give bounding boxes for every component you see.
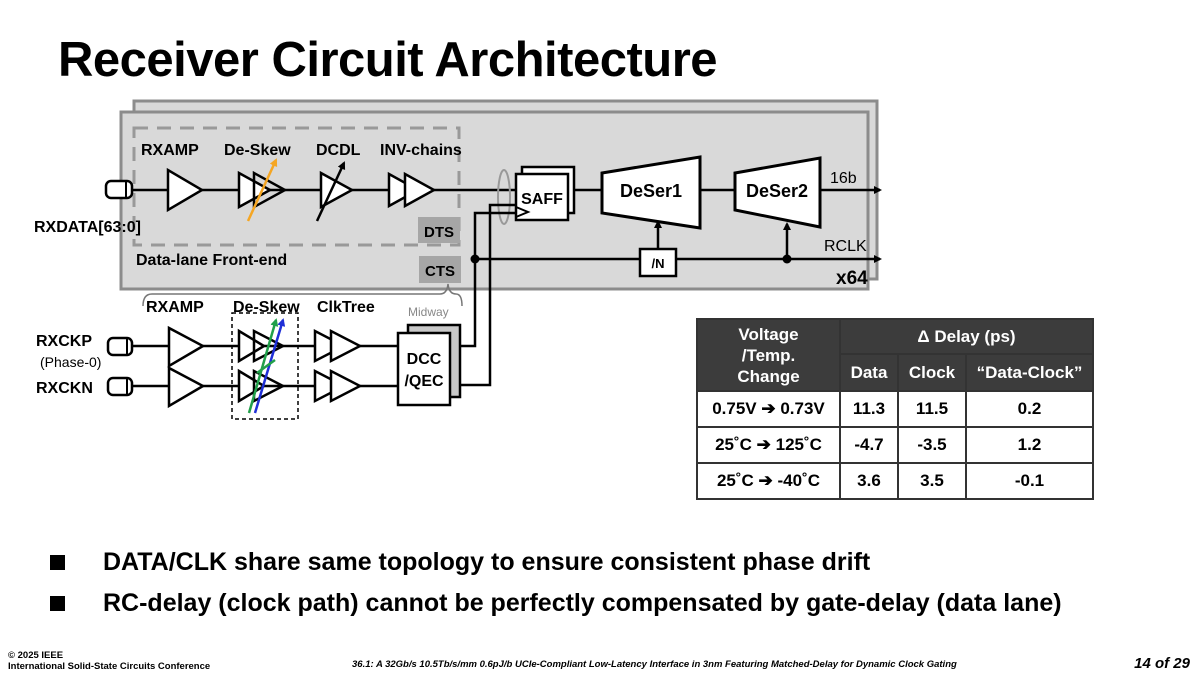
table-row: 0.75V ➔ 0.73V 11.3 11.5 0.2 [696,390,1094,428]
deser1-block [600,155,702,230]
clock-wire-p [460,211,516,348]
rxckp-phase-note: (Phase-0) [40,354,101,370]
bullet-text: RC-delay (clock path) cannot be perfectl… [103,589,1062,617]
cell-condition: 25˚C ➔ -40˚C [696,462,841,500]
footer-copyright: © 2025 IEEE International Solid-State Ci… [8,650,210,672]
data-stage-inv-chains: INV-chains [380,142,462,159]
cell-clock: -3.5 [897,426,967,464]
dcc-qec-block [396,323,462,407]
cell-diff: 1.2 [965,426,1094,464]
cell-data: 3.6 [839,462,899,500]
page-number: 14 of 29 [1134,655,1190,672]
divider-block [638,247,678,278]
dcdl-variable-delay-icon [315,161,355,222]
table-row: 25˚C ➔ -40˚C 3.6 3.5 -0.1 [696,462,1094,500]
clk-deskew-buffer-icon [237,318,286,414]
rclk-label: RCLK [824,238,867,255]
bullet-text: DATA/CLK share same topology to ensure c… [103,548,871,576]
data-deskew-buffer-icon [237,158,288,222]
bus-bundle-ellipse [497,169,511,225]
clk-stage-deskew: De-Skew [233,299,300,316]
midway-brace [142,283,463,307]
midway-label: Midway [408,305,449,319]
data-stage-deskew: De-Skew [224,142,291,159]
cell-data: -4.7 [839,426,899,464]
data-stage-dcdl: DCDL [316,142,361,159]
cts-label: CTS [425,263,455,280]
x64-label: x64 [836,268,868,289]
rxdata-label: RXDATA[63:0] [34,219,141,236]
cell-diff: -0.1 [965,462,1094,500]
deser2-label: DeSer2 [746,181,808,201]
dts-tag [418,217,460,243]
deser1-label: DeSer1 [620,181,682,201]
rxckp-pad-icon [106,336,134,357]
conference-name: International Solid-State Circuits Confe… [8,661,211,672]
table-row: 25˚C ➔ 125˚C -4.7 -3.5 1.2 [696,426,1094,464]
table-row-header: Voltage /Temp. Change [696,318,841,392]
cell-condition: 0.75V ➔ 0.73V [696,390,841,428]
clock-wire-n [460,203,516,387]
qec-label: /QEC [404,373,444,390]
rxckn-pad-icon [106,376,134,397]
dts-label: DTS [424,224,454,241]
clk-stage-clktree: ClkTree [317,299,375,316]
cts-tag [419,256,461,283]
clk-deskew-dashed-box [231,312,299,420]
saff-flipflop [514,165,576,222]
table-group-header: Δ Delay (ps) [839,318,1094,355]
dcc-label: DCC [407,351,442,368]
clk-rxamp-buffer-icon [167,325,206,409]
rxckn-label: RXCKN [36,380,93,397]
saff-label: SAFF [521,191,563,208]
clk-stage-rxamp: RXAMP [146,299,204,316]
col-header-diff: “Data-Clock” [965,353,1094,392]
receiver-block-diagram: RXAMP De-Skew DCDL INV-chains RXDATA[63:… [34,99,882,420]
bullet-square-icon [50,555,65,570]
bullet-item: RC-delay (clock path) cannot be perfectl… [46,583,1062,624]
data-rxamp-buffer-icon [166,167,205,213]
row-header-line2: /Temp. [741,345,796,365]
data-stage-rxamp: RXAMP [141,142,199,159]
cell-diff: 0.2 [965,390,1094,428]
cell-clock: 3.5 [897,462,967,500]
rxdata-pad-icon [104,179,134,200]
footer-paper-title: 36.1: A 32Gb/s 10.5Tb/s/mm 0.6pJ/b UCIe-… [352,659,957,670]
divider-label: /N [652,256,665,271]
bullet-list: DATA/CLK share same topology to ensure c… [46,542,1062,624]
delay-table: Voltage /Temp. Change Δ Delay (ps) Data … [696,318,1094,500]
slide-title: Receiver Circuit Architecture [58,33,718,87]
col-header-clock: Clock [897,353,967,392]
cell-data: 11.3 [839,390,899,428]
copyright-text: © 2025 IEEE [8,650,64,661]
rxckp-label: RXCKP [36,333,92,350]
row-header-line1: Voltage [738,324,799,344]
output-width-label: 16b [830,170,857,187]
data-frontend-dashed-box [132,126,461,247]
deser2-block [733,156,822,229]
bullet-square-icon [50,596,65,611]
data-frontend-label: Data-lane Front-end [136,252,287,269]
cell-condition: 25˚C ➔ 125˚C [696,426,841,464]
bullet-item: DATA/CLK share same topology to ensure c… [46,542,1062,583]
row-header-line3: Change [737,366,800,386]
inv-chain-icon [387,171,437,209]
clktree-buffer-icon [313,328,363,404]
cell-clock: 11.5 [897,390,967,428]
col-header-data: Data [839,353,899,392]
